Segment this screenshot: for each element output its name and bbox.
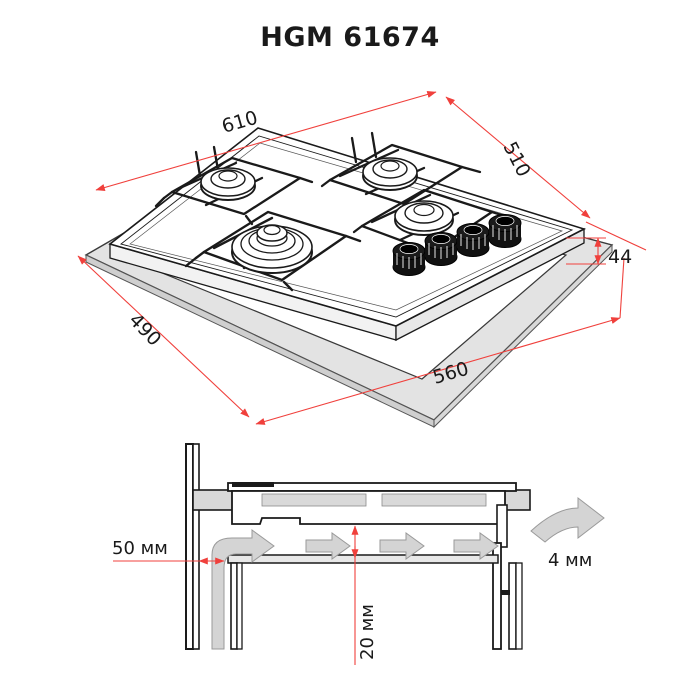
airflow-inlet-arrow <box>211 529 275 650</box>
cabinet-right-wall <box>501 562 523 650</box>
dimension-label-510: 510 <box>499 138 535 180</box>
airflow-arrow-3 <box>453 532 499 560</box>
dimension-line-610 <box>95 91 437 191</box>
burner-rear-right <box>362 157 418 191</box>
section-dimension-lines <box>113 525 359 665</box>
hob-section <box>227 482 517 650</box>
dimension-label-490: 490 <box>124 309 165 350</box>
airflow-outlet-arrow <box>530 496 605 543</box>
control-knob-3[interactable] <box>456 223 490 257</box>
dimension-label-4mm: 4 мм <box>548 550 592 571</box>
burner-rear-left <box>200 167 256 201</box>
isometric-hob-drawing: 610 510 44 490 560 <box>77 91 647 429</box>
dimension-line-560 <box>255 317 621 425</box>
dimension-label-50mm: 50 мм <box>112 538 168 559</box>
dimension-line-490 <box>77 255 250 418</box>
control-knob-2[interactable] <box>424 232 458 266</box>
airflow-arrow-2 <box>379 532 425 560</box>
airflow-arrows <box>211 496 605 650</box>
dimension-line-510 <box>445 96 591 219</box>
burner-front-right <box>394 200 454 236</box>
control-knob-4[interactable] <box>488 214 522 248</box>
wall <box>185 443 200 650</box>
dimension-lines <box>77 91 647 425</box>
cabinet-shelf <box>227 554 499 650</box>
dimension-label-20mm: 20 мм <box>357 604 378 660</box>
control-knob-1[interactable] <box>392 242 426 276</box>
control-knobs[interactable] <box>392 214 522 276</box>
dimension-label-44: 44 <box>608 246 632 268</box>
page-title: HGM 61674 <box>260 22 440 53</box>
installation-cross-section-drawing: 50 мм 20 мм 4 мм <box>0 430 700 700</box>
airflow-arrow-1 <box>305 532 351 560</box>
burner-front-left-wok <box>231 224 313 274</box>
